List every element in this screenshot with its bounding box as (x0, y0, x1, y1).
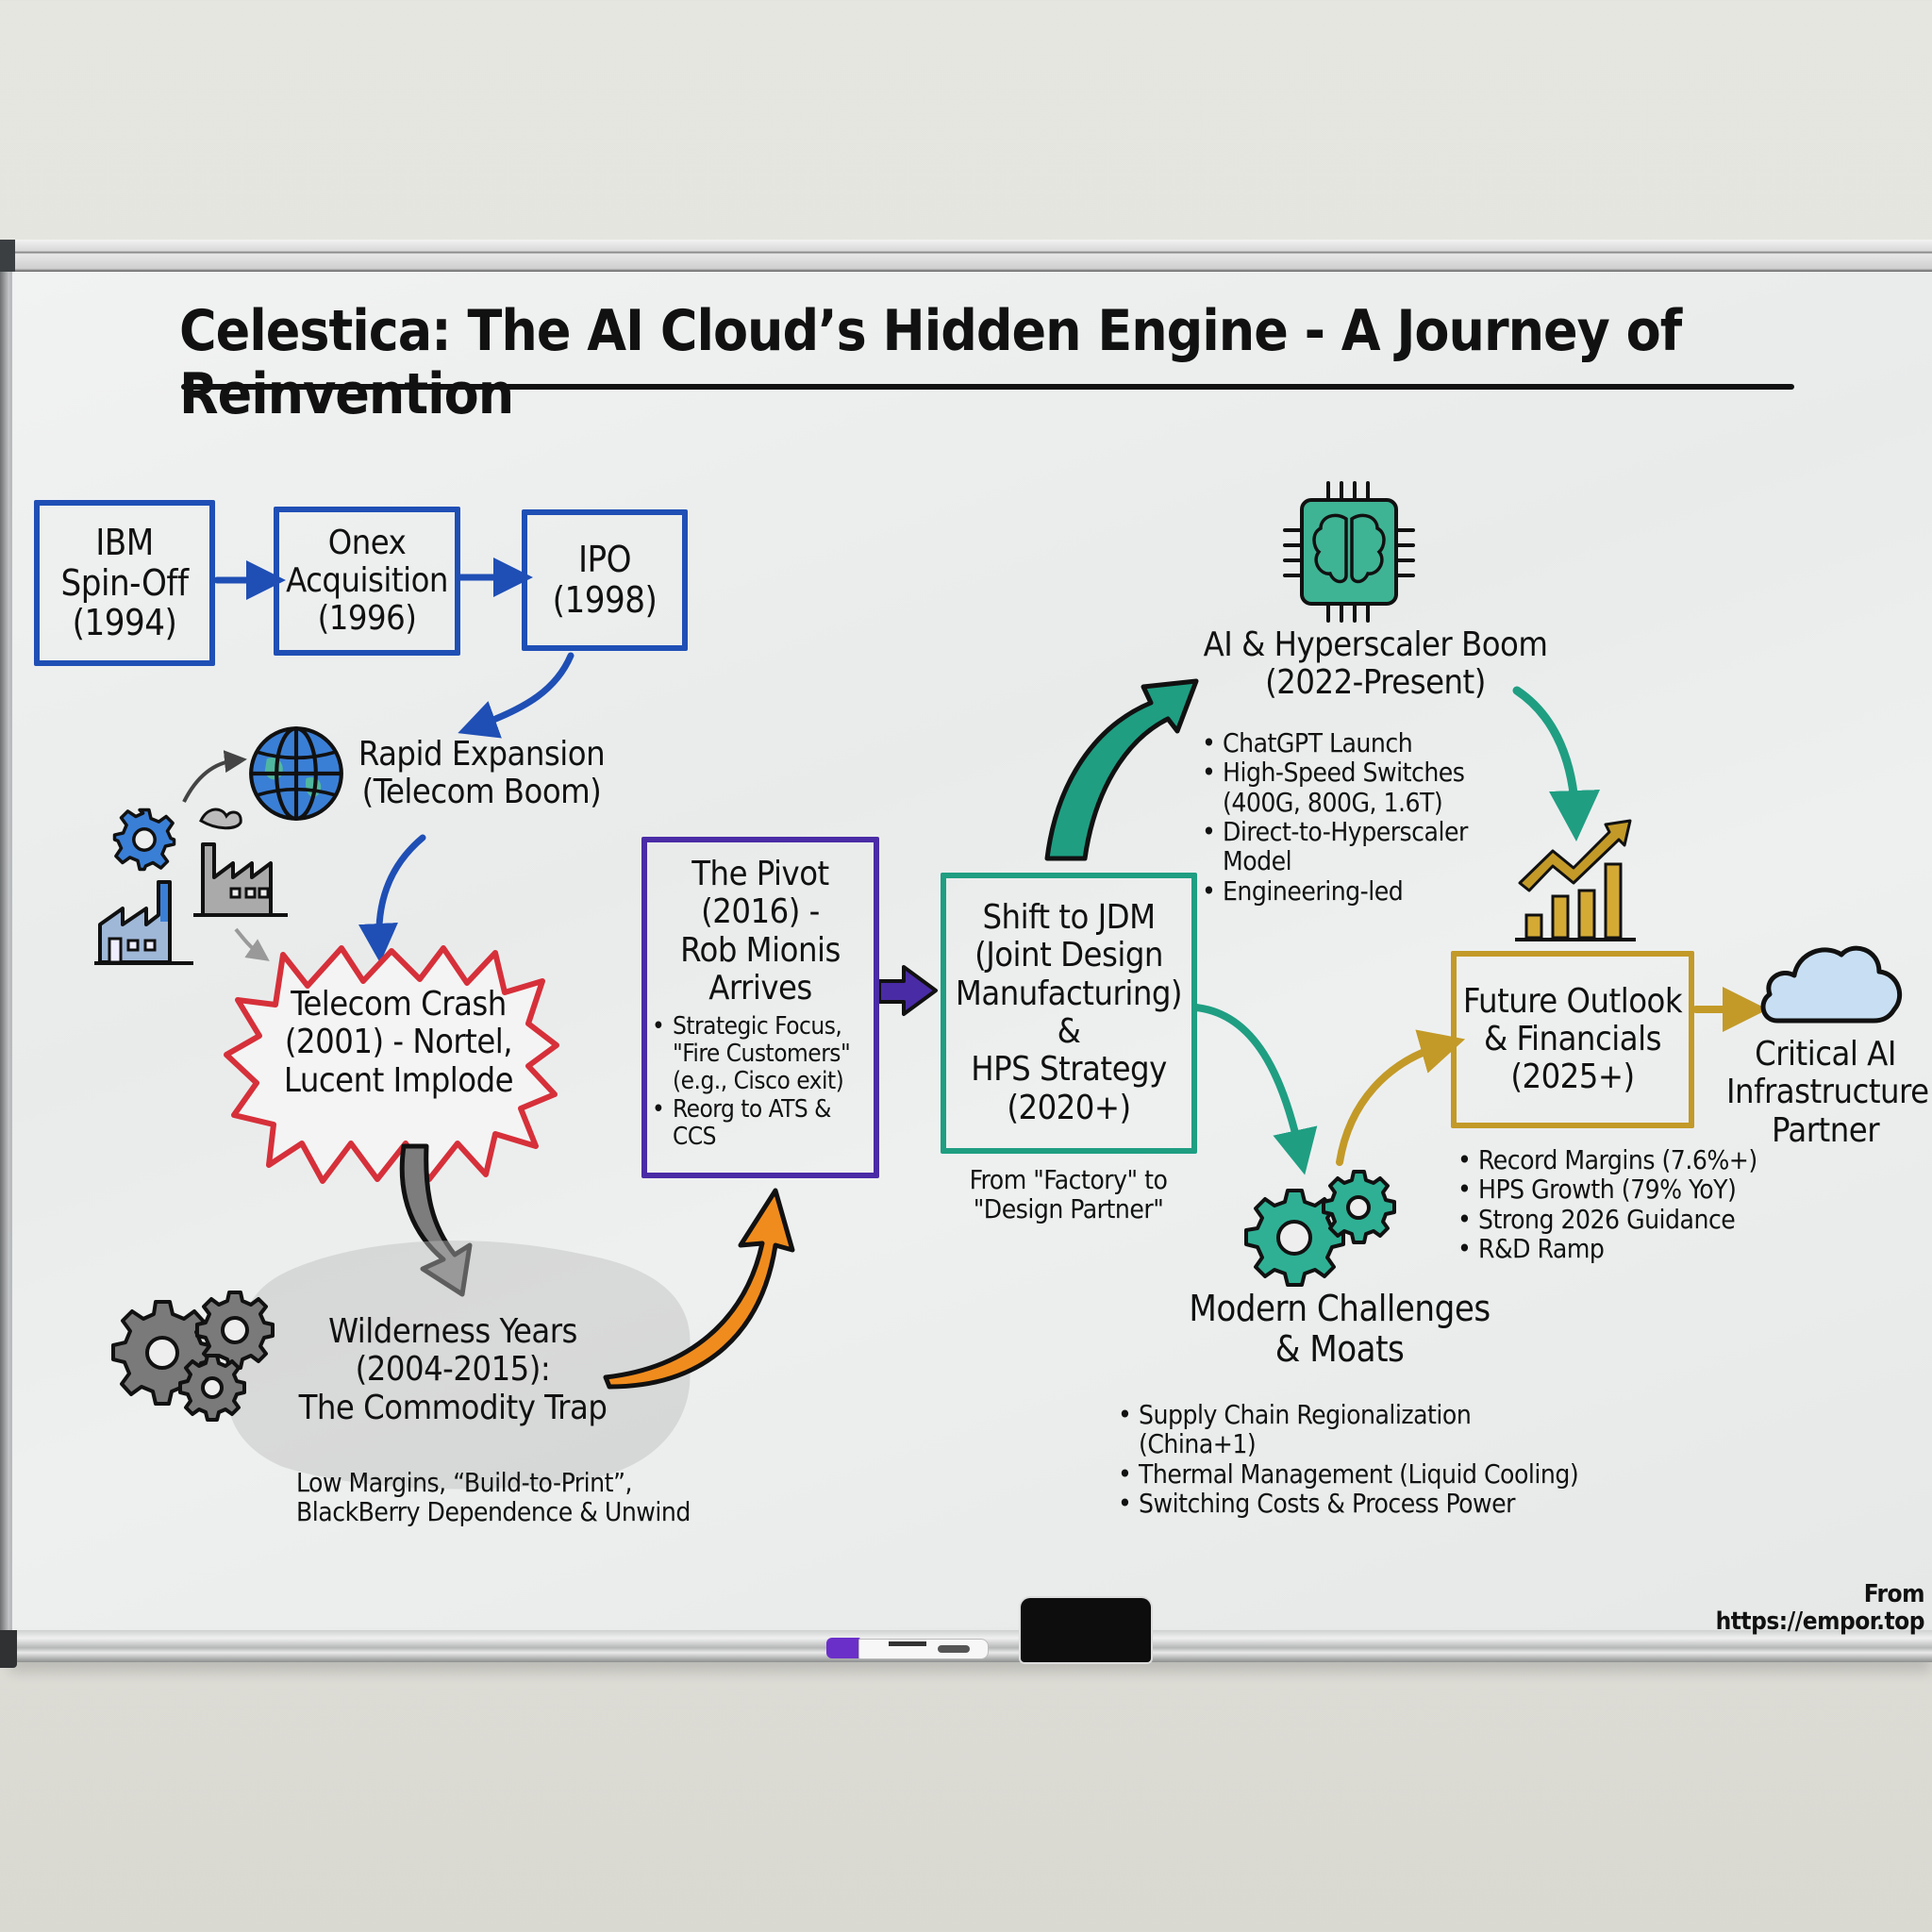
node-modern-challenges[interactable]: Modern Challenges & Moats (1189, 1288, 1491, 1370)
node-wilderness-years[interactable]: Wilderness Years (2004-2015): The Commod… (298, 1312, 608, 1427)
arrow-expansion-to-crash (358, 834, 426, 963)
arrow-crash-to-wilderness (399, 1143, 473, 1297)
challenges-bullets: Supply Chain Regionalization (China+1) T… (1118, 1400, 1590, 1519)
teal-gears-icon (1244, 1170, 1396, 1287)
eraser[interactable] (1021, 1598, 1151, 1662)
source-link[interactable]: From https://empor.top (1715, 1580, 1925, 1637)
node-ibm-spin-off[interactable]: IBM Spin-Off (1994) (34, 500, 215, 666)
globe-icon (249, 726, 343, 821)
node-shift-to-jdm[interactable]: Shift to JDM (Joint Design Manufacturing… (941, 873, 1197, 1154)
arrow-jdm-to-ai (1044, 678, 1199, 861)
board-corner-cap (0, 240, 15, 277)
node-critical-ai-partner[interactable]: Critical AI Infrastructure Partner (1726, 1035, 1929, 1150)
arrow-wilderness-to-pivot (603, 1188, 795, 1390)
cloud-icon (1760, 945, 1902, 1024)
node-rapid-expansion[interactable]: Rapid Expansion (Telecom Boom) (358, 735, 606, 812)
ai-boom-bullets: ChatGPT Launch High-Speed Switches(400G,… (1202, 728, 1541, 907)
future-bullets: Record Margins (7.6%+) HPS Growth (79% Y… (1457, 1145, 1759, 1264)
telecom-crash-starburst (224, 945, 559, 1184)
node-future-outlook[interactable]: Future Outlook & Financials (2025+) (1451, 951, 1694, 1128)
pivot-bullets: Strategic Focus, "Fire Customers" (e.g.,… (652, 1013, 869, 1151)
board-top-frame (0, 240, 1932, 272)
ai-chip-brain-icon (1283, 481, 1415, 623)
arrow-ai-to-future (1512, 686, 1600, 841)
board-left-frame (0, 272, 9, 1640)
factory-icon (193, 808, 288, 917)
purple-marker[interactable] (826, 1638, 989, 1659)
node-onex-acquisition[interactable]: Onex Acquisition (1996) (274, 507, 460, 656)
wilderness-shading (226, 1241, 691, 1490)
node-ipo[interactable]: IPO (1998) (522, 509, 688, 651)
board-corner-cap (0, 1630, 17, 1668)
arrow-pivot-to-jdm (877, 965, 938, 1016)
jdm-caption: From "Factory" to "Design Partner" (969, 1164, 1168, 1225)
arrow-ipo-to-expansion (458, 652, 575, 739)
node-the-pivot[interactable]: The Pivot (2016) - Rob Mionis Arrives St… (641, 837, 879, 1178)
arrow-challenges-to-future (1336, 1029, 1466, 1166)
wilderness-details: Low Margins, “Build-to-Print”, BlackBerr… (296, 1467, 691, 1528)
factory-icon (94, 880, 193, 965)
node-telecom-crash[interactable]: Telecom Crash (2001) - Nortel, Lucent Im… (283, 985, 514, 1100)
arrow-jdm-to-challenges (1192, 1004, 1318, 1175)
node-ai-hyperscaler-boom[interactable]: AI & Hyperscaler Boom (2022-Present) (1203, 625, 1548, 703)
page-title: Celestica: The AI Cloud’s Hidden Engine … (179, 298, 1682, 428)
gear-icon (112, 808, 176, 872)
title-underline (181, 384, 1794, 390)
gears-icon (111, 1291, 275, 1422)
